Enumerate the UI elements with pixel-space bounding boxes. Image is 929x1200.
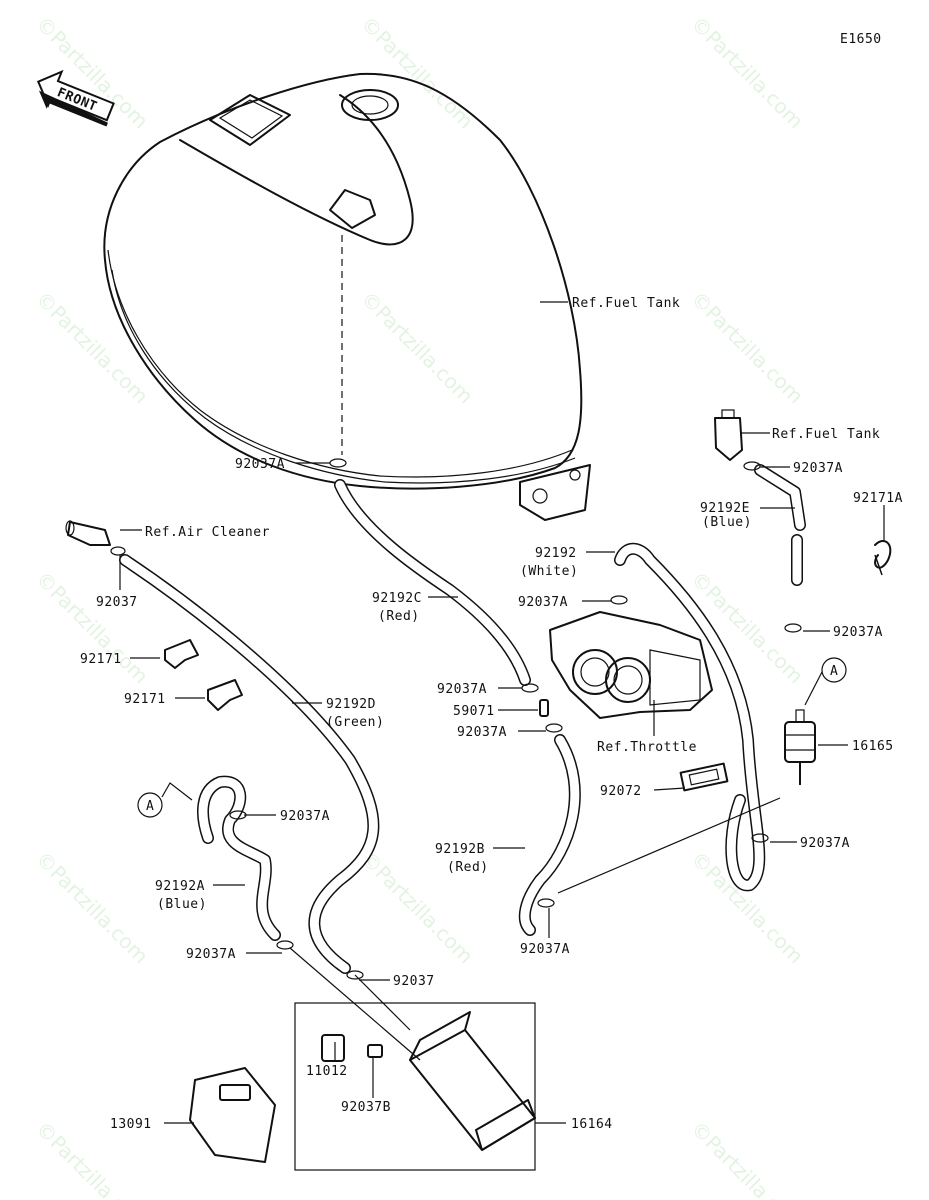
callout-92192-white-color: (White) bbox=[520, 564, 578, 579]
throttle-body bbox=[549, 611, 713, 719]
callout-92037a: 92037A bbox=[793, 461, 843, 476]
callout-16165: 16165 bbox=[852, 739, 894, 754]
clamp-92171-lower bbox=[207, 679, 243, 711]
watermark: ©Partzilla.com bbox=[686, 847, 808, 969]
callout-59071: 59071 bbox=[453, 704, 495, 719]
watermark: ©Partzilla.com bbox=[31, 567, 153, 689]
ref-fuel-tank-label: Ref.Fuel Tank bbox=[572, 296, 680, 311]
callout-92037a: 92037A bbox=[457, 725, 507, 740]
hoses bbox=[119, 464, 806, 1061]
watermark: ©Partzilla.com bbox=[686, 12, 808, 134]
callout-92072: 92072 bbox=[600, 784, 642, 799]
clamp-92171-upper bbox=[164, 639, 199, 669]
callout-92037: 92037 bbox=[393, 974, 435, 989]
callout-labels: Ref.Fuel Tank Ref.Fuel Tank Ref.Air Clea… bbox=[80, 296, 903, 1132]
callout-92037a: 92037A bbox=[518, 595, 568, 610]
band-92072 bbox=[679, 762, 729, 792]
callout-92192c-color: (Red) bbox=[378, 609, 420, 624]
leader-lines bbox=[119, 301, 885, 1124]
air-cleaner-nipple bbox=[65, 520, 111, 546]
callout-92037a: 92037A bbox=[520, 942, 570, 957]
callout-92037b: 92037B bbox=[341, 1100, 391, 1115]
watermark: ©Partzilla.com bbox=[356, 12, 478, 134]
watermark: ©Partzilla.com bbox=[686, 287, 808, 409]
watermark: ©Partzilla.com bbox=[356, 287, 478, 409]
callout-92037a: 92037A bbox=[186, 947, 236, 962]
watermark: ©Partzilla.com bbox=[31, 847, 153, 969]
callout-92192a-color: (Blue) bbox=[157, 897, 207, 912]
callout-92037a: 92037A bbox=[437, 682, 487, 697]
ref-air-cleaner-label: Ref.Air Cleaner bbox=[145, 525, 270, 540]
callout-92037a: 92037A bbox=[800, 836, 850, 851]
callout-92192b: 92192B bbox=[435, 842, 485, 857]
front-arrow: FRONT bbox=[36, 69, 115, 127]
ref-a-left: A bbox=[137, 782, 193, 818]
clip-92171a bbox=[874, 540, 892, 576]
watermark: ©Partzilla.com bbox=[686, 1117, 808, 1200]
callout-92192b-color: (Red) bbox=[447, 860, 489, 875]
svg-text:A: A bbox=[830, 664, 838, 679]
callout-92037: 92037 bbox=[96, 595, 138, 610]
callout-11012: 11012 bbox=[306, 1064, 348, 1079]
callout-16164: 16164 bbox=[571, 1117, 613, 1132]
callout-92037a: 92037A bbox=[235, 457, 285, 472]
hose-clamps bbox=[110, 458, 802, 980]
callout-92037a: 92037A bbox=[833, 625, 883, 640]
fuel-tank-valve bbox=[714, 409, 743, 461]
filter-16165 bbox=[784, 709, 816, 785]
diagram-code: E1650 bbox=[840, 32, 882, 47]
callout-92192c: 92192C bbox=[372, 591, 422, 606]
callout-92192e: 92192E bbox=[700, 501, 750, 516]
callout-92037a: 92037A bbox=[280, 809, 330, 824]
callout-92171: 92171 bbox=[124, 692, 166, 707]
svg-text:A: A bbox=[146, 799, 154, 814]
callout-92192e-color: (Blue) bbox=[702, 515, 752, 530]
ref-a-right: A bbox=[804, 657, 847, 706]
callout-92192d-color: (Green) bbox=[326, 715, 384, 730]
canister-group bbox=[294, 1002, 536, 1171]
ref-throttle-label: Ref.Throttle bbox=[597, 740, 697, 755]
callout-92192a: 92192A bbox=[155, 879, 205, 894]
fuel-tank bbox=[103, 72, 591, 521]
callout-92171a: 92171A bbox=[853, 491, 903, 506]
cover-13091 bbox=[189, 1067, 276, 1163]
callout-13091: 13091 bbox=[110, 1117, 152, 1132]
callout-92192d: 92192D bbox=[326, 697, 376, 712]
callout-92192-white: 92192 bbox=[535, 546, 577, 561]
ref-fuel-tank-valve-label: Ref.Fuel Tank bbox=[772, 427, 880, 442]
callout-92171: 92171 bbox=[80, 652, 122, 667]
